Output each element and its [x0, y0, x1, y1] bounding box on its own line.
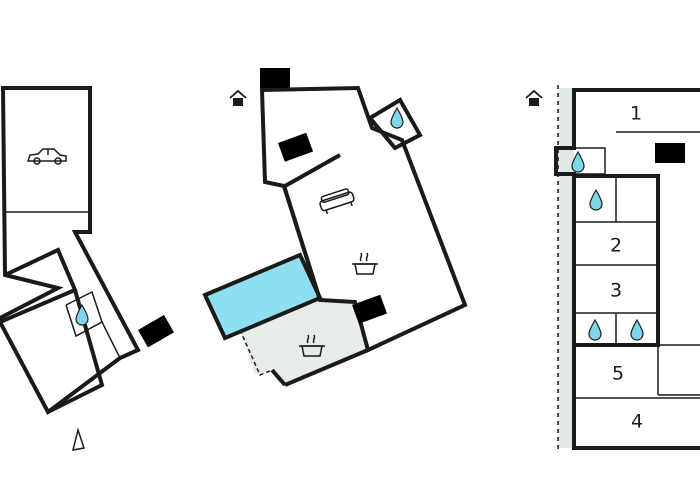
middle-plan — [202, 68, 468, 387]
water-drop-icon — [589, 189, 603, 211]
room-number-5: 5 — [612, 363, 624, 385]
corridor-area — [558, 88, 574, 448]
room-number-1: 1 — [630, 103, 642, 125]
cooking-pot-icon — [352, 252, 378, 275]
terrace-bottom-wall — [284, 348, 369, 387]
living-left-wall — [282, 185, 322, 301]
water-drop-icon — [390, 107, 404, 129]
middle-inner-wall — [284, 153, 341, 188]
garage-room — [0, 86, 141, 415]
room-number-3: 3 — [610, 280, 622, 302]
car-icon — [26, 148, 67, 165]
room-number-2: 2 — [610, 235, 622, 257]
house-entrance-icon — [525, 89, 543, 106]
room-number-4: 4 — [631, 411, 643, 433]
right-plan: 1 2 3 5 4 — [525, 85, 700, 450]
middle-bathroom — [368, 97, 423, 151]
stairs-icon[interactable] — [278, 132, 314, 162]
right-building-outline — [554, 88, 700, 450]
terrace-edge — [239, 329, 273, 376]
sofa-icon — [319, 188, 355, 215]
stairs-icon[interactable] — [138, 315, 174, 348]
north-arrow-icon — [71, 427, 85, 451]
left-plan — [0, 86, 174, 451]
cooking-pot-icon — [299, 334, 325, 357]
stairs-icon[interactable] — [352, 294, 388, 324]
terrace-area — [240, 300, 368, 385]
water-drop-icon — [630, 319, 644, 341]
stairs-icon[interactable] — [655, 143, 685, 163]
left-lower-wing — [0, 247, 78, 324]
water-drop-icon — [75, 304, 89, 326]
house-entrance-icon — [229, 89, 247, 106]
terrace-left-wall — [270, 368, 287, 387]
water-drop-icon — [588, 319, 602, 341]
left-corridor-wall — [101, 321, 121, 359]
stairs-icon[interactable] — [260, 68, 290, 88]
